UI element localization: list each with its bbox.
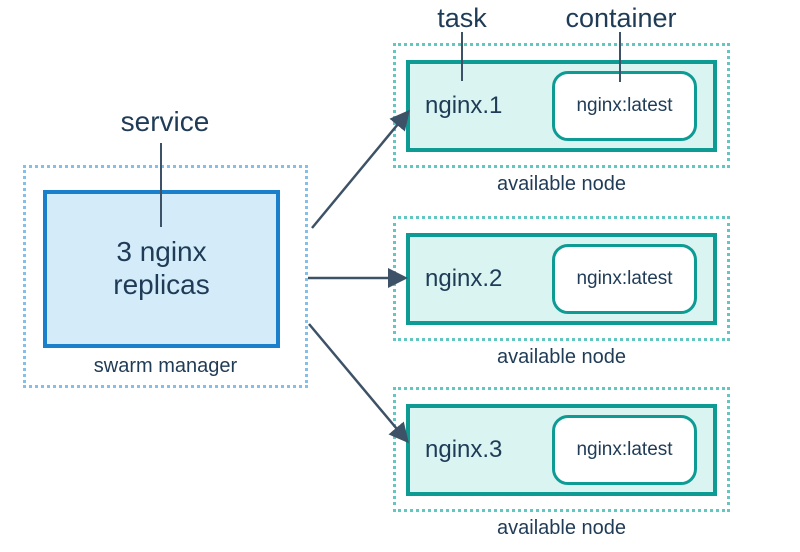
available-node-group-3: nginx.3 nginx:latest available node — [393, 387, 730, 539]
task-name-2: nginx.2 — [425, 265, 503, 292]
task-box-1: nginx.1 nginx:latest — [406, 60, 717, 152]
task-name-1: nginx.1 — [425, 92, 503, 119]
container-image-3: nginx:latest — [576, 439, 673, 460]
service-box-text: 3 nginx replicas — [113, 236, 210, 300]
available-node-caption-2: available node — [497, 346, 626, 368]
container-image-2: nginx:latest — [576, 268, 673, 289]
task-box-2: nginx.2 nginx:latest — [406, 233, 717, 325]
available-node-group-2: nginx.2 nginx:latest available node — [393, 216, 730, 368]
available-node-caption-1: available node — [497, 173, 626, 195]
available-node-box-1: nginx.1 nginx:latest — [393, 43, 730, 168]
task-box-3: nginx.3 nginx:latest — [406, 404, 717, 496]
container-box-2: nginx:latest — [552, 244, 697, 314]
container-label-annotation: container — [565, 3, 677, 33]
task-label-annotation: task — [437, 3, 487, 33]
service-box: 3 nginx replicas — [43, 190, 280, 348]
container-box-3: nginx:latest — [552, 415, 697, 485]
available-node-group-1: nginx.1 nginx:latest available node — [393, 43, 730, 195]
container-image-1: nginx:latest — [576, 95, 673, 116]
container-box-1: nginx:latest — [552, 71, 697, 141]
task-name-3: nginx.3 — [425, 436, 503, 463]
available-node-caption-3: available node — [497, 517, 626, 539]
available-node-box-3: nginx.3 nginx:latest — [393, 387, 730, 512]
swarm-manager-caption: swarm manager — [93, 355, 238, 377]
service-label: service — [120, 106, 210, 137]
swarm-manager-box: 3 nginx replicas swarm manager — [23, 165, 308, 388]
available-node-box-2: nginx.2 nginx:latest — [393, 216, 730, 341]
